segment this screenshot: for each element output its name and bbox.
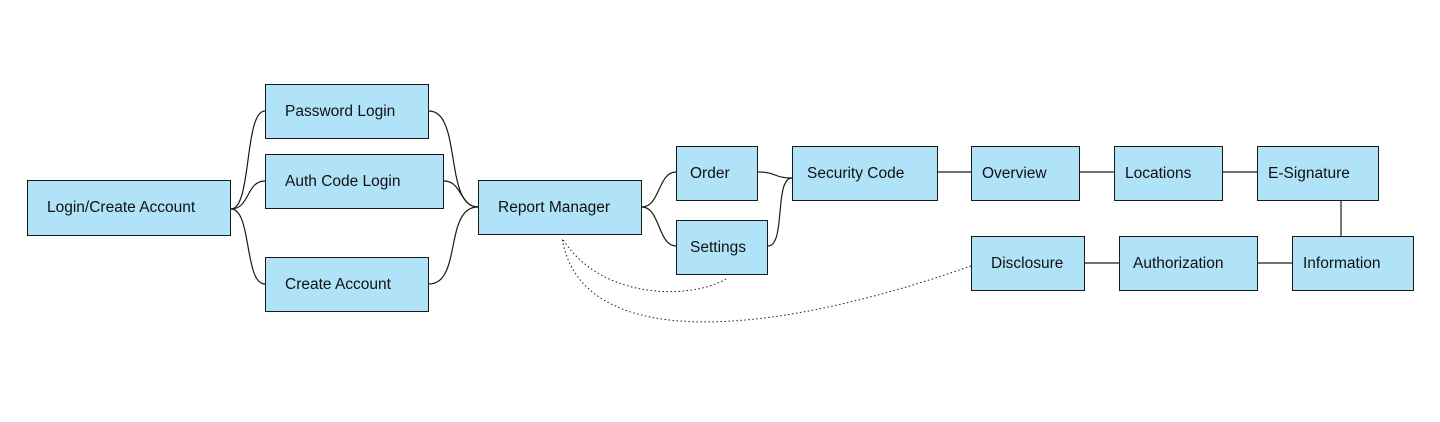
node-label: Login/Create Account [47,199,196,216]
dotted-connector-disclosure-to-report [561,237,972,323]
node-label: Settings [690,238,747,256]
node-label: Disclosure [991,254,1064,272]
node-label: Order [690,164,730,182]
connector-login-to-password [230,110,266,210]
node-create-account: Create Account [265,257,429,312]
connector-report-to-settings [641,206,677,247]
node-label: Create Account [285,275,391,293]
node-password-login: Password Login [265,84,429,139]
node-authorization: Authorization [1119,236,1258,291]
node-overview: Overview [971,146,1080,201]
node-label: Locations [1125,164,1192,182]
node-login-create-account: Login/Create Account [27,180,231,236]
node-label: Report Manager [498,198,611,216]
node-label: Authorization [1133,254,1224,272]
dotted-connector-settings-to-report [561,237,727,292]
node-disclosure: Disclosure [971,236,1085,291]
node-e-signature: E-Signature [1257,146,1379,201]
node-order: Order [676,146,758,201]
connector-order-to-security [757,171,793,179]
connector-settings-to-security [767,177,793,247]
node-label: Auth Code Login [285,172,401,190]
node-settings: Settings [676,220,768,275]
node-label: Password Login [285,102,396,120]
node-report-manager: Report Manager [478,180,642,235]
node-label: Information [1303,254,1381,272]
node-security-code: Security Code [792,146,938,201]
node-information: Information [1292,236,1414,291]
node-label: Overview [982,164,1047,182]
node-label: Security Code [807,164,905,182]
connector-report-to-order [641,171,677,208]
connector-login-to-create [230,208,266,285]
node-auth-code-login: Auth Code Login [265,154,444,209]
connector-authcode-to-report [443,180,479,208]
connector-login-to-authcode [230,180,266,210]
connector-create-to-report [428,206,479,285]
node-label: E-Signature [1268,164,1350,182]
node-locations: Locations [1114,146,1223,201]
